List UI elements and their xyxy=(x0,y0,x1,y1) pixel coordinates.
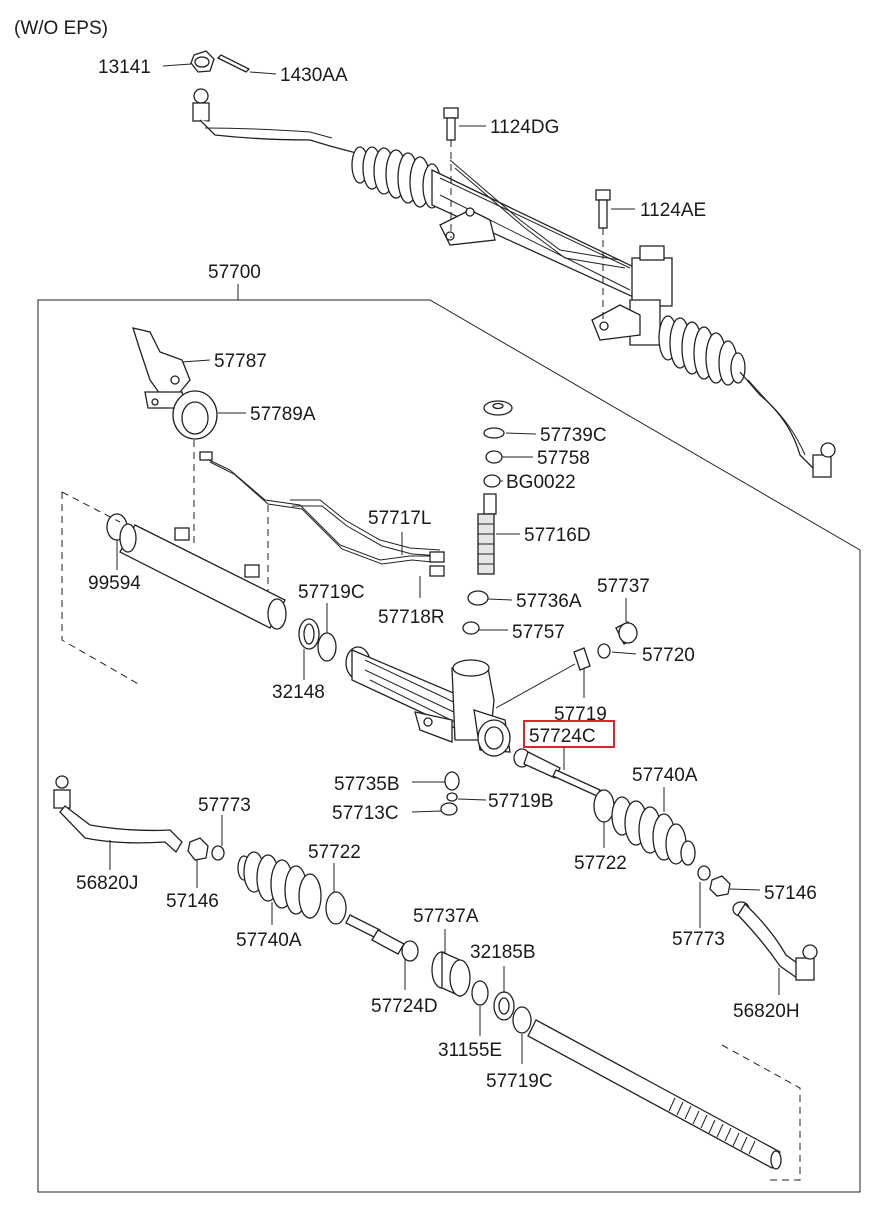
variant-heading: (W/O EPS) xyxy=(14,18,108,39)
clamp-57722-right-part xyxy=(593,789,615,823)
label-56820H: 56820H xyxy=(733,1001,800,1022)
boot-57740A-right-part xyxy=(611,796,696,866)
label-57700: 57700 xyxy=(208,262,261,283)
label-32148: 32148 xyxy=(272,682,325,703)
pinion-57716D-part xyxy=(477,493,497,575)
label-57719: 57719 xyxy=(554,704,607,725)
gear-housing-part xyxy=(345,646,576,757)
cotter-pin-1430AA-part xyxy=(216,54,251,73)
label-32185B: 32185B xyxy=(470,942,536,963)
label-57146-left: 57146 xyxy=(166,891,219,912)
label-57713C: 57713C xyxy=(332,803,399,824)
inner-tie-rod-57724C-part xyxy=(513,748,601,797)
label-BG0022: BG0022 xyxy=(506,472,576,493)
highlight-box-57724C xyxy=(523,720,615,748)
lower-pinion-parts-part xyxy=(440,771,460,816)
label-57719C-top: 57719C xyxy=(298,582,365,603)
label-57724C: 57724C xyxy=(529,726,596,747)
label-57737: 57737 xyxy=(597,576,650,597)
label-57717L: 57717L xyxy=(368,508,431,529)
tie-rod-end-56820H-part xyxy=(732,901,818,981)
label-1124DG: 1124DG xyxy=(490,117,559,138)
label-57718R: 57718R xyxy=(378,607,445,628)
label-99594: 99594 xyxy=(88,573,141,594)
boot-57740A-left-part xyxy=(237,851,322,919)
label-57719C-bottom: 57719C xyxy=(486,1071,553,1092)
label-31155E: 31155E xyxy=(438,1040,502,1061)
plug-57757-part xyxy=(462,621,480,635)
clamp-57722-left-part xyxy=(325,891,347,925)
yoke-parts-part xyxy=(573,621,638,671)
label-13141: 13141 xyxy=(98,57,151,78)
label-57720: 57720 xyxy=(642,645,695,666)
label-57787: 57787 xyxy=(214,351,267,372)
label-57719B: 57719B xyxy=(488,791,554,812)
label-57740A-right: 57740A xyxy=(632,765,698,786)
label-57758: 57758 xyxy=(537,448,590,469)
bushing-57789A-part xyxy=(172,390,218,440)
label-57737A: 57737A xyxy=(413,906,479,927)
lower-bushing-seals-part xyxy=(431,950,532,1034)
steering-gear-assembly-top xyxy=(192,88,836,478)
label-57740A-left: 57740A xyxy=(236,930,302,951)
label-57722-right: 57722 xyxy=(574,853,627,874)
left-nut-clamp-part xyxy=(187,837,225,861)
tie-rod-end-56820J-part xyxy=(53,775,183,854)
label-57773-left: 57773 xyxy=(198,795,251,816)
rack-bar-part xyxy=(527,1019,782,1170)
label-57146-right: 57146 xyxy=(764,883,817,904)
inner-tie-rod-57724D-part xyxy=(345,914,419,962)
right-nut-clamp-part xyxy=(697,865,731,897)
label-57757: 57757 xyxy=(512,622,565,643)
seals-32148-57719C-part xyxy=(298,618,337,662)
label-57739C: 57739C xyxy=(540,425,607,446)
assembly-frame xyxy=(37,299,861,1193)
label-57716D: 57716D xyxy=(524,525,591,546)
feed-pipes-part xyxy=(199,451,445,577)
label-57724D: 57724D xyxy=(371,996,438,1017)
label-57735B: 57735B xyxy=(334,774,400,795)
callout-labels: 13141 1430AA 1124DG 1124AE 57700 57787 5… xyxy=(76,57,817,1092)
label-1430AA: 1430AA xyxy=(280,65,348,86)
nut-13141-part xyxy=(190,50,215,73)
bolt-1124DG-part xyxy=(443,107,459,238)
label-1124AE: 1124AE xyxy=(640,200,706,221)
label-56820J: 56820J xyxy=(76,873,138,894)
label-57736A: 57736A xyxy=(516,591,582,612)
label-57789A: 57789A xyxy=(250,404,316,425)
label-57773-right: 57773 xyxy=(672,929,725,950)
ring-57736A-part xyxy=(467,590,489,606)
cylinder-tube-part xyxy=(119,440,287,630)
label-57722-left: 57722 xyxy=(308,842,361,863)
bolt-1124AE-part xyxy=(595,189,611,320)
